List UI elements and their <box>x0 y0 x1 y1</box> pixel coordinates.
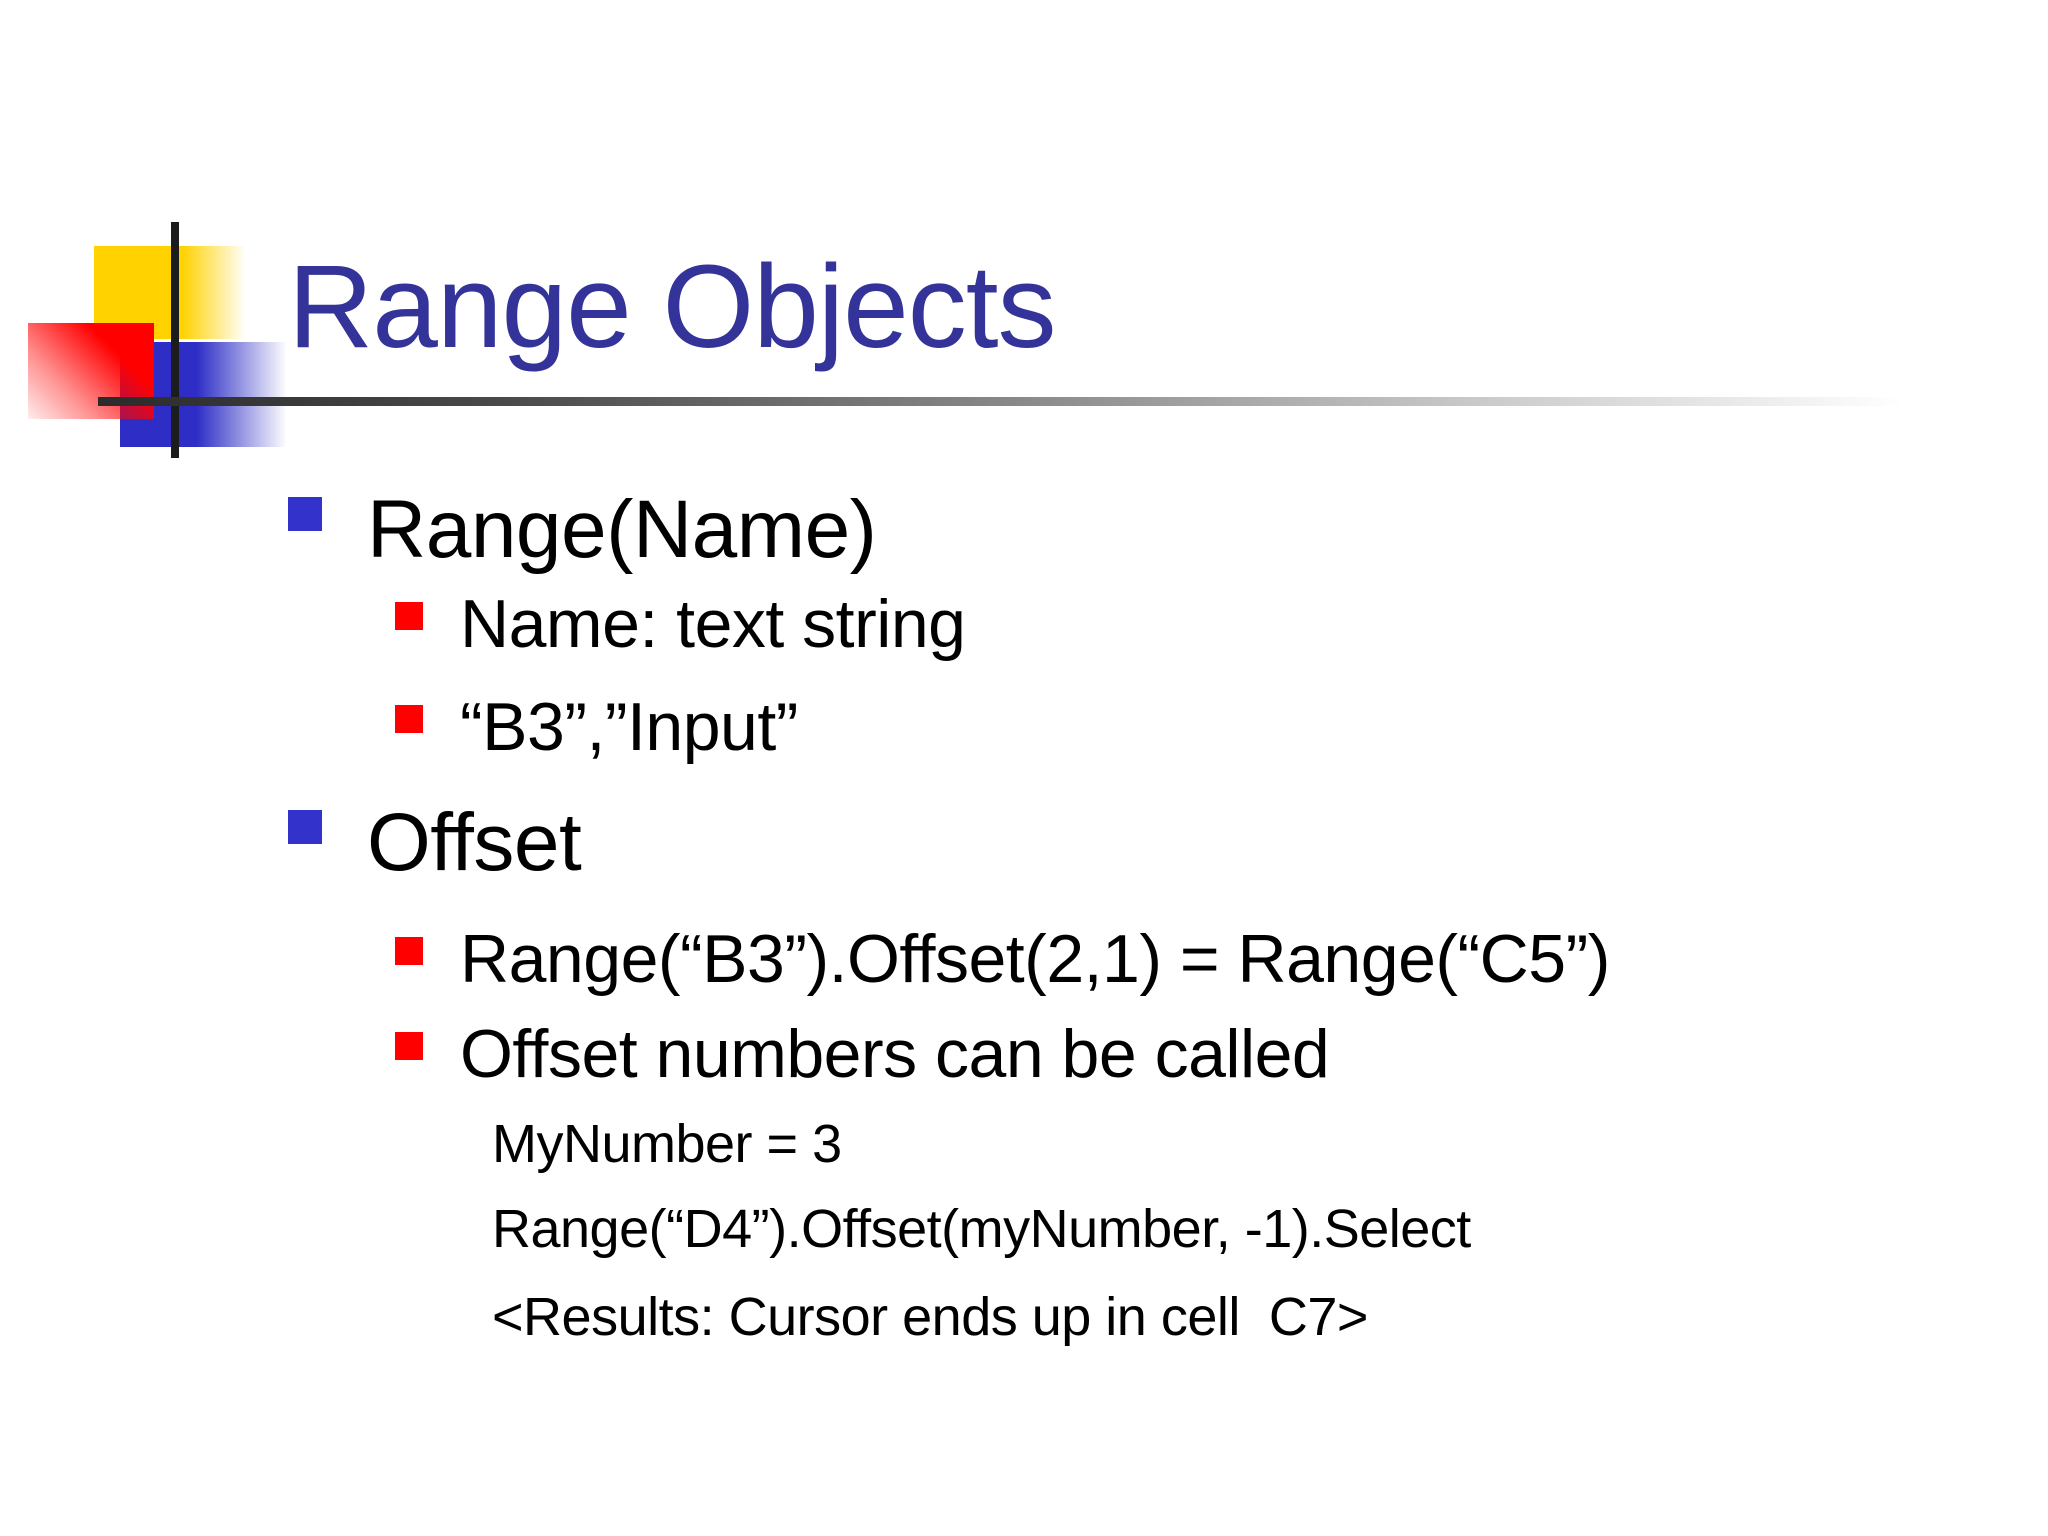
bullet-square-red <box>395 937 423 965</box>
bullet-square-red <box>395 1032 423 1060</box>
code-line: MyNumber = 3 <box>492 1114 842 1174</box>
bullet-item-level2: Name: text string <box>460 586 966 662</box>
bullet-item-level2: Range(“B3”).Offset(2,1) = Range(“C5”) <box>460 921 1610 997</box>
ornament-vertical-line <box>171 222 179 458</box>
title-underline-rule <box>98 397 1958 406</box>
bullet-item-level1: Range(Name) <box>367 484 877 575</box>
bullet-square-blue <box>288 497 322 531</box>
code-line: <Results: Cursor ends up in cell C7> <box>492 1287 1368 1347</box>
bullet-square-red <box>395 705 423 733</box>
slide-title: Range Objects <box>288 241 1057 373</box>
code-line: Range(“D4”).Offset(myNumber, -1).Select <box>492 1199 1471 1259</box>
bullet-item-level2: “B3”,”Input” <box>460 689 798 765</box>
bullet-item-level1: Offset <box>367 797 582 888</box>
bullet-square-blue <box>288 810 322 844</box>
bullet-item-level2: Offset numbers can be called <box>460 1016 1330 1092</box>
bullet-square-red <box>395 602 423 630</box>
